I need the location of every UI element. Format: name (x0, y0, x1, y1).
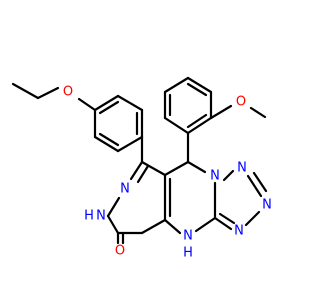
atom-h-amine: H (183, 246, 193, 261)
atom-o-ethoxy: O (63, 85, 73, 100)
atom-n-pyridazine-top: N (120, 182, 130, 197)
atom-n-tetrazole-bridge: N (210, 169, 220, 184)
atom-n-tetrazole-2: N (262, 198, 272, 213)
atom-n-tetrazole-3: N (234, 224, 244, 239)
ethoxy-group (11, 82, 97, 112)
ethoxyphenyl-ring (93, 94, 144, 153)
pyrimidine-ring (163, 160, 217, 235)
methoxyphenyl-ring (163, 76, 267, 164)
atom-h-pyridazine: H (84, 209, 94, 224)
atom-n-pyridazine-h: N (96, 209, 106, 224)
atom-n-tetrazole-1: N (237, 161, 247, 176)
tetrazole-ring (213, 169, 268, 231)
atom-o-methoxy: O (236, 95, 246, 110)
molecule-structure: O O O N N H N N N N N H (11, 76, 272, 261)
atom-o-carbonyl: O (115, 244, 125, 259)
pyridazinone-ring (106, 160, 172, 245)
atom-n-amine: N (183, 229, 193, 244)
